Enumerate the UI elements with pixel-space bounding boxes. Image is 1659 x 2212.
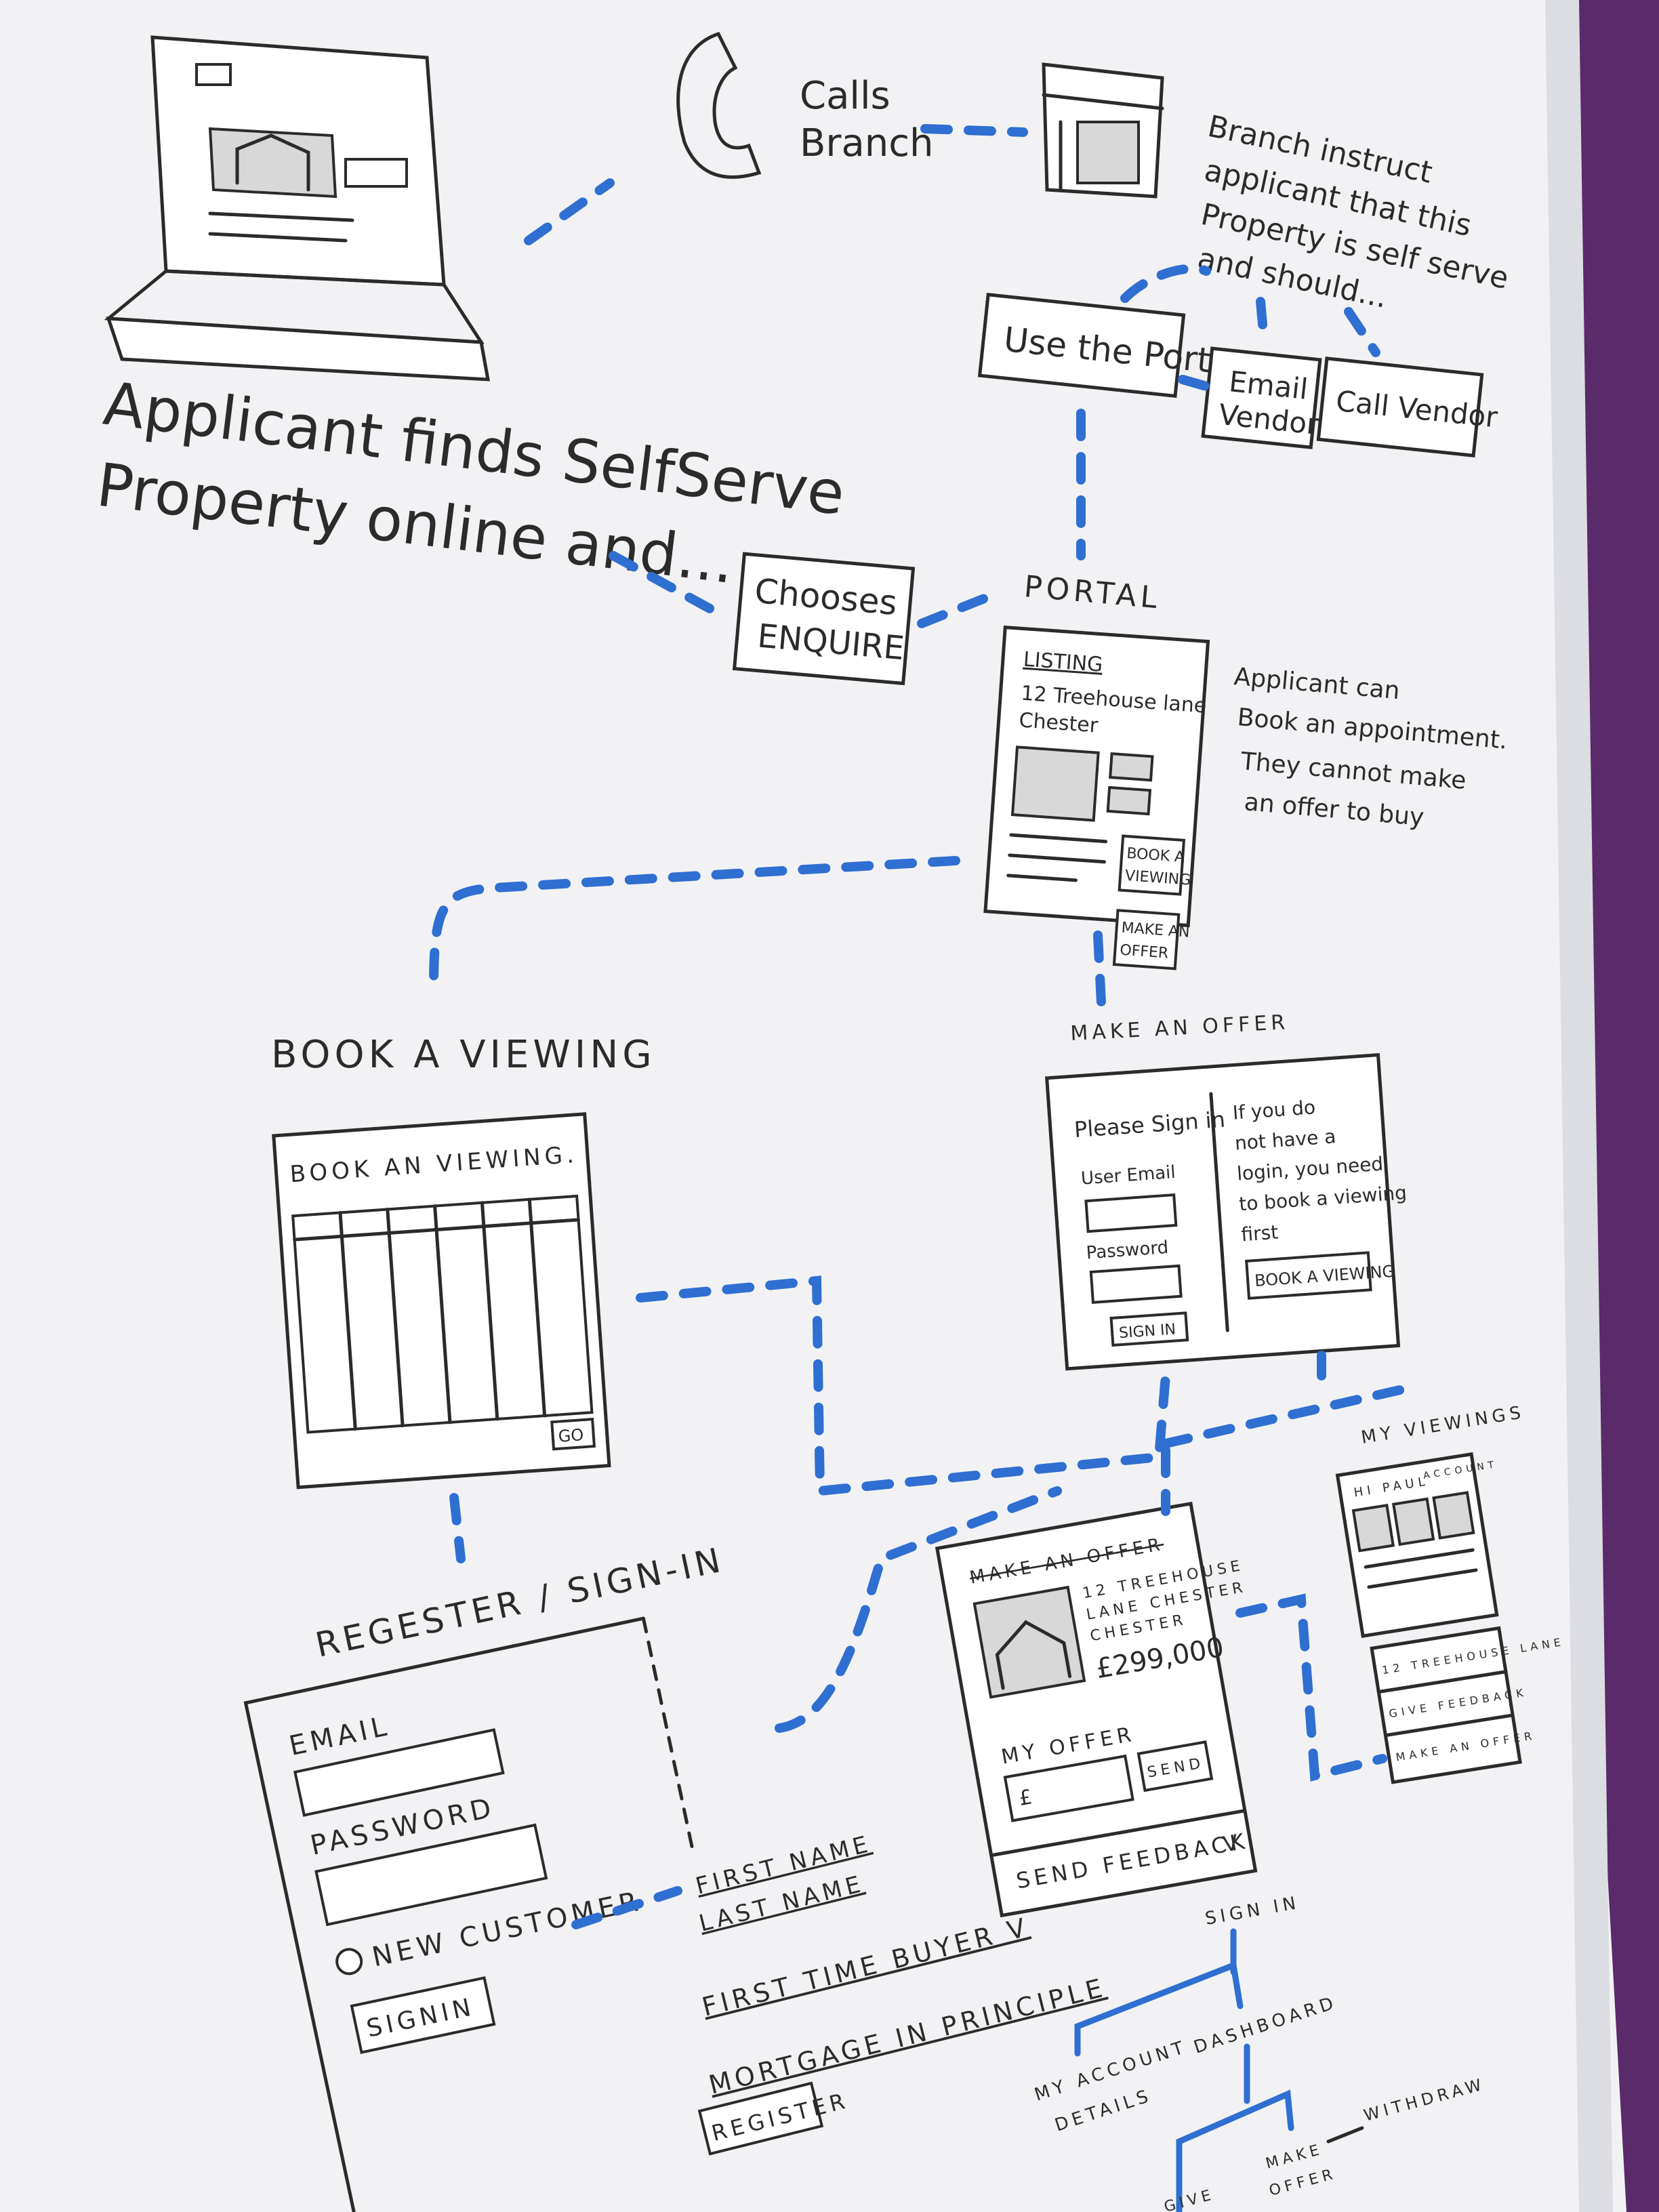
call-vendor-box: Call Vendor: [1316, 356, 1500, 458]
svg-text:first: first: [1240, 1221, 1279, 1246]
email-vendor-box: Email Vendor: [1201, 346, 1322, 449]
paper-edge-shadow: [1545, 0, 1613, 2212]
book-viewing-heading: BOOK A VIEWING: [271, 1033, 656, 1077]
phone-sketch: [676, 31, 762, 179]
svg-text:LISTING: LISTING: [1023, 648, 1104, 677]
chooses-enquire-box: Chooses ENQUIRE: [732, 552, 916, 686]
calls-branch-line1: Calls: [800, 74, 890, 118]
sign-in-panel-sketch: Please Sign in User Email Password SIGN …: [1044, 1052, 1408, 1371]
flow-connectors: [429, 124, 1408, 1929]
go-button-label: GO: [558, 1425, 584, 1446]
sign-in-button-label: SIGN IN: [1118, 1321, 1176, 1342]
svg-text:Email: Email: [1227, 365, 1309, 406]
svg-text:OFFER: OFFER: [1120, 942, 1169, 962]
laptop-sketch: [104, 35, 491, 382]
branch-shop-icon: [1042, 62, 1164, 199]
svg-text:Chester: Chester: [1019, 708, 1099, 737]
offer-screen-sketch: MAKE AN OFFER 12 TREEHOUSE LANE CHESTER …: [935, 1501, 1258, 1918]
calls-branch-line2: Branch: [800, 121, 934, 165]
book-viewing-calendar-sketch: BOOK AN VIEWING. GO: [272, 1112, 611, 1490]
portal-listing-sketch: LISTING 12 Treehouse lane Chester BOOK A…: [983, 626, 1210, 970]
book-viewing-button-label: BOOK A: [1126, 845, 1185, 866]
